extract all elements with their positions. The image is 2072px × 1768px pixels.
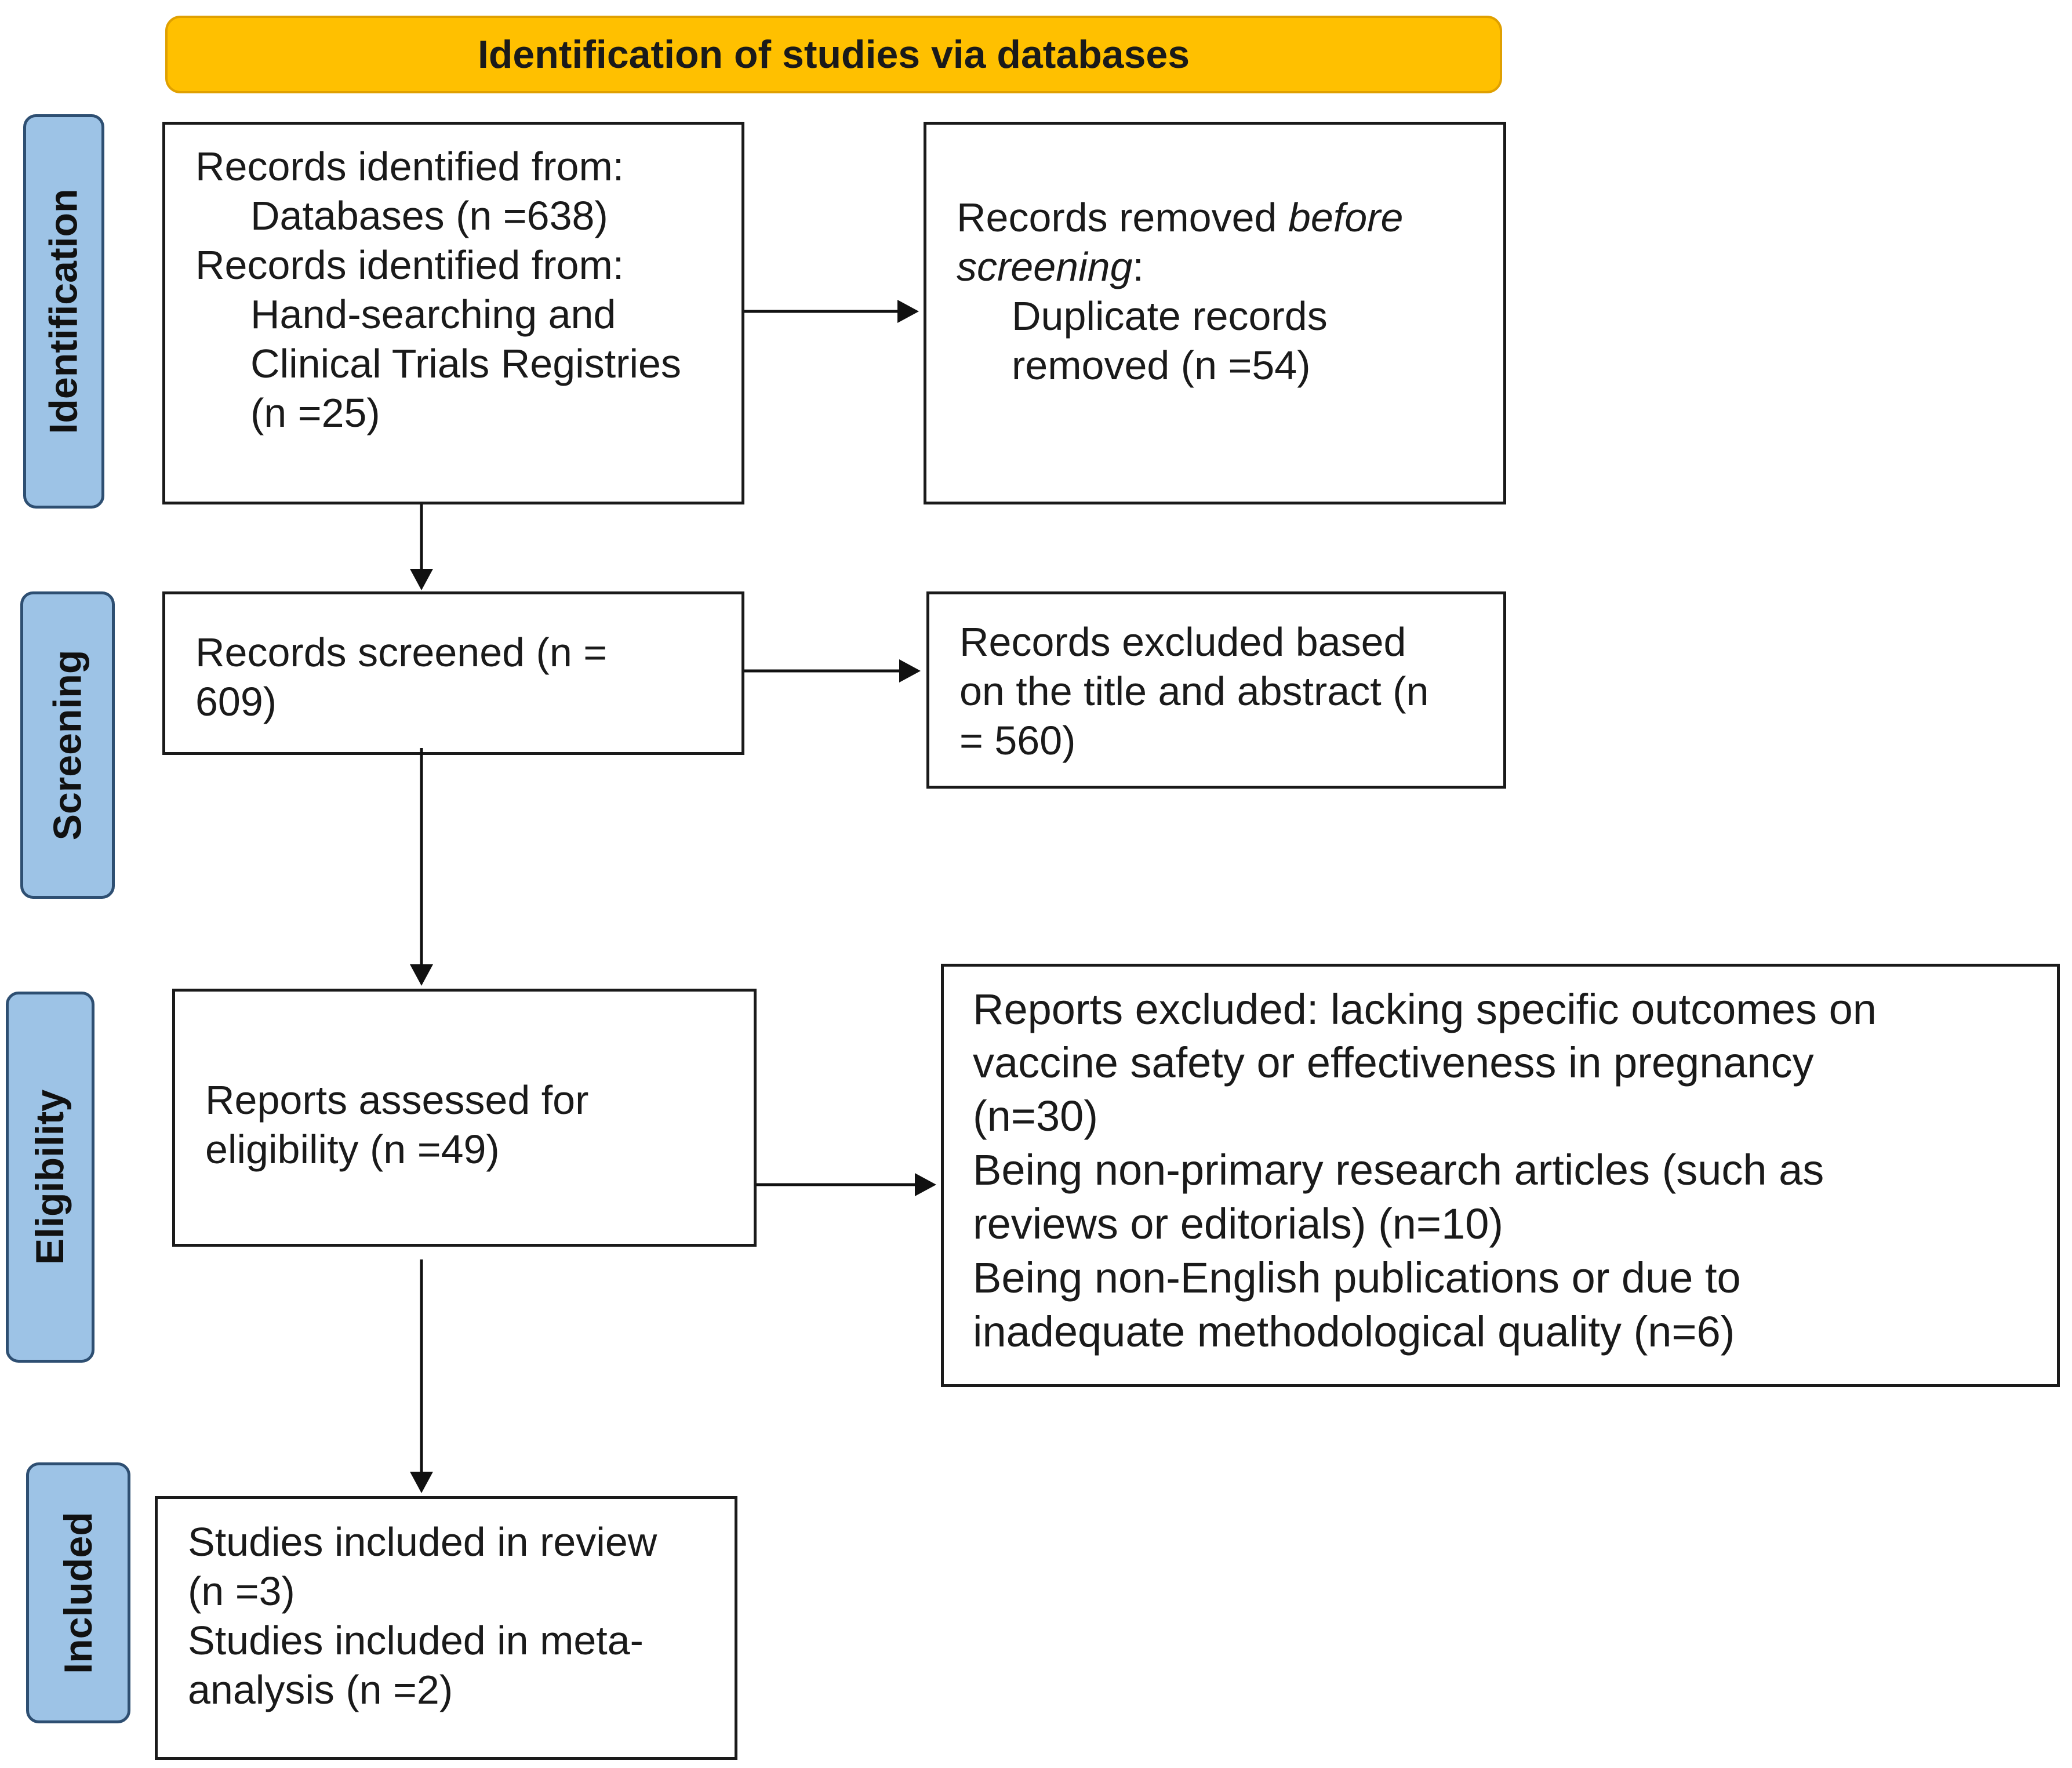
assessed-line-1: Reports assessed for: [205, 1077, 589, 1123]
removed-line-3: Duplicate records: [1012, 293, 1328, 339]
included-line-4: analysis (n =2): [188, 1667, 453, 1712]
records-excluded-box: Records excluded based on the title and …: [926, 591, 1506, 789]
arrowhead-included: [410, 1472, 433, 1493]
stage-included: Included: [26, 1462, 130, 1723]
excluded-reports-line-7: inadequate methodological quality (n=6): [973, 1308, 1735, 1356]
removed-line-1: Records removed before: [957, 193, 1403, 242]
included-line-3: Studies included in meta-: [188, 1618, 644, 1663]
removed-screening: screening: [957, 244, 1133, 289]
arrowhead-screened: [410, 569, 433, 590]
excluded-reports-line-4: Being non-primary research articles (suc…: [973, 1146, 1824, 1194]
banner-title: Identification of studies via databases: [477, 32, 1190, 77]
records-screened-box: Records screened (n = 609): [162, 591, 744, 755]
removed-before: before: [1288, 195, 1404, 240]
assessed-line-2: eligibility (n =49): [205, 1127, 500, 1172]
identified-line-2: Databases (n =638): [250, 193, 608, 238]
excluded-screen-line-1: Records excluded based: [959, 619, 1406, 665]
identified-line-1: Records identified from:: [195, 144, 624, 189]
excluded-screen-line-3: = 560): [959, 718, 1076, 763]
identification-banner: Identification of studies via databases: [165, 16, 1502, 93]
excluded-reports-line-5: reviews or editorials) (n=10): [973, 1200, 1504, 1248]
reports-excluded-box: Reports excluded: lacking specific outco…: [941, 964, 2060, 1387]
reports-assessed-box: Reports assessed for eligibility (n =49): [172, 989, 757, 1247]
arrowhead-removed: [897, 300, 919, 323]
studies-included-box: Studies included in review (n =3) Studie…: [155, 1496, 737, 1760]
excluded-screen-line-2: on the title and abstract (n: [959, 669, 1429, 714]
included-line-2: (n =3): [188, 1569, 295, 1614]
stage-identification: Identification: [23, 114, 104, 509]
records-identified-box: Records identified from: Databases (n =6…: [162, 122, 744, 504]
stage-eligibility: Eligibility: [6, 992, 94, 1363]
removed-prefix: Records removed: [957, 195, 1288, 240]
excluded-reports-line-1: Reports excluded: lacking specific outco…: [973, 985, 1877, 1033]
identified-line-4: Hand-searching and: [250, 292, 616, 337]
removed-colon: :: [1132, 244, 1144, 289]
removed-line-2: screening:: [957, 242, 1144, 291]
arrowhead-assessed: [410, 964, 433, 986]
arrowhead-excluded: [899, 659, 921, 682]
screened-line-1: Records screened (n =: [195, 630, 608, 675]
included-line-1: Studies included in review: [188, 1519, 657, 1564]
arrowhead-reports-excluded: [915, 1173, 936, 1196]
identified-line-3: Records identified from:: [195, 242, 624, 288]
identified-line-6: (n =25): [250, 390, 380, 435]
screened-line-2: 609): [195, 679, 277, 724]
excluded-reports-line-2: vaccine safety or effectiveness in pregn…: [973, 1039, 1814, 1087]
records-removed-box: Records removed before screening: Duplic…: [924, 122, 1506, 504]
excluded-reports-line-6: Being non-English publications or due to: [973, 1254, 1741, 1302]
removed-line-4: removed (n =54): [1012, 343, 1311, 388]
excluded-reports-line-3: (n=30): [973, 1092, 1098, 1140]
identified-line-5: Clinical Trials Registries: [250, 341, 681, 386]
stage-screening: Screening: [20, 591, 115, 899]
